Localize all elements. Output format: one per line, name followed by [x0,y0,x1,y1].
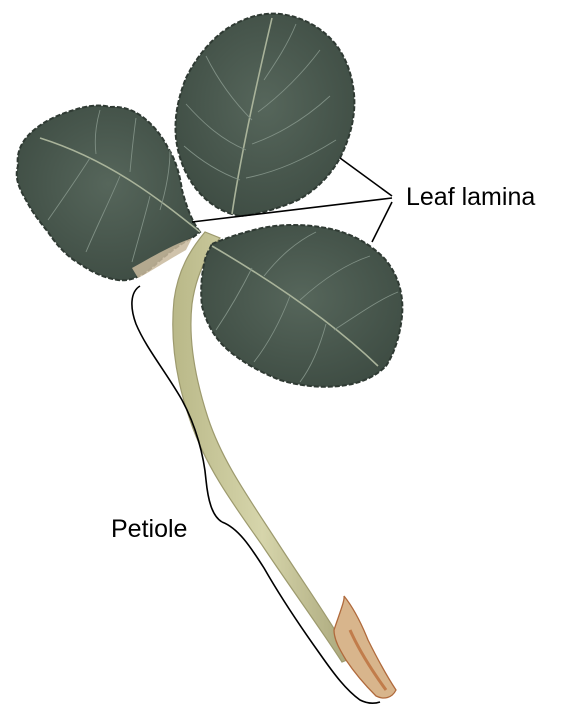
petiole-base [334,596,396,698]
top-leaflet [175,14,354,216]
right-leaflet [201,225,402,387]
petiole-bracket-lower [222,522,380,703]
leaf-lamina-label: Leaf lamina [406,185,535,210]
petiole-label: Petiole [111,517,187,542]
left-leaflet [17,106,200,281]
